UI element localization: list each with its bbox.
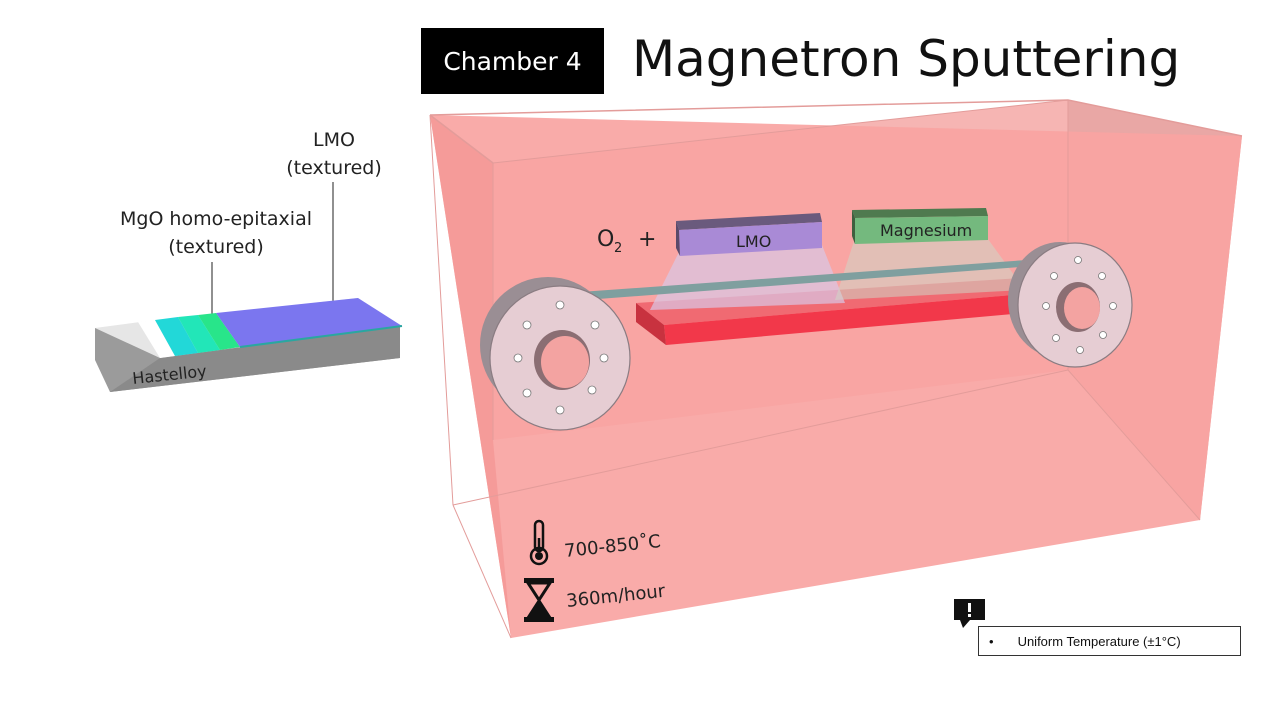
mg-target-label: Magnesium	[880, 221, 972, 240]
left-reel	[480, 277, 631, 431]
notice-bullet: •	[989, 633, 994, 649]
heater-side	[636, 303, 666, 345]
tape-diagram: Hastelloy	[95, 182, 403, 392]
gas-label: O	[597, 227, 614, 252]
chamber-front-face	[430, 115, 1242, 638]
lmo-target-front	[679, 222, 822, 256]
mgo-label-line2: (textured)	[168, 236, 264, 258]
gas-plus: +	[638, 227, 656, 252]
chamber-badge: Chamber 4	[421, 28, 604, 94]
cyan-layer	[155, 317, 198, 356]
thermometer-icon	[529, 519, 549, 566]
right-reel	[1008, 242, 1133, 368]
mgo-label-line1: MgO homo-epitaxial	[119, 208, 313, 230]
turquoise-layer	[178, 315, 220, 353]
buffer-layer	[138, 320, 175, 358]
heater-front	[664, 294, 1024, 345]
lmo-label: LMO (textured)	[284, 126, 384, 182]
lmo-edge	[239, 325, 403, 348]
tape-line	[580, 258, 1060, 300]
hourglass-icon	[524, 578, 554, 622]
lmo-target: LMO	[676, 213, 822, 256]
magnesium-target: Magnesium	[852, 208, 988, 244]
lmo-target-label: LMO	[736, 232, 771, 251]
mg-target-front	[855, 216, 988, 244]
right-reel-hub	[1064, 287, 1100, 329]
gas-subscript: 2	[614, 241, 622, 256]
substrate-side	[110, 326, 400, 392]
lmo-plasma	[650, 245, 845, 310]
left-reel-hub	[541, 336, 589, 388]
lmo-layer	[216, 298, 402, 347]
lmo-target-top	[676, 213, 822, 230]
exclamation-icon	[954, 599, 985, 628]
mg-target-top	[852, 208, 988, 218]
tape-strip	[580, 258, 1060, 300]
mgo-label: MgO homo-epitaxial (textured)	[108, 205, 324, 261]
notice-text: Uniform Temperature (±1°C)	[1017, 633, 1181, 649]
notice-callout: • Uniform Temperature (±1°C)	[978, 626, 1241, 656]
page-title: Magnetron Sputtering	[632, 30, 1181, 88]
lmo-label-line1: LMO	[313, 129, 355, 151]
chamber-left-face	[430, 115, 511, 638]
lmo-label-line2: (textured)	[286, 157, 382, 179]
mgo-layer	[198, 313, 240, 350]
